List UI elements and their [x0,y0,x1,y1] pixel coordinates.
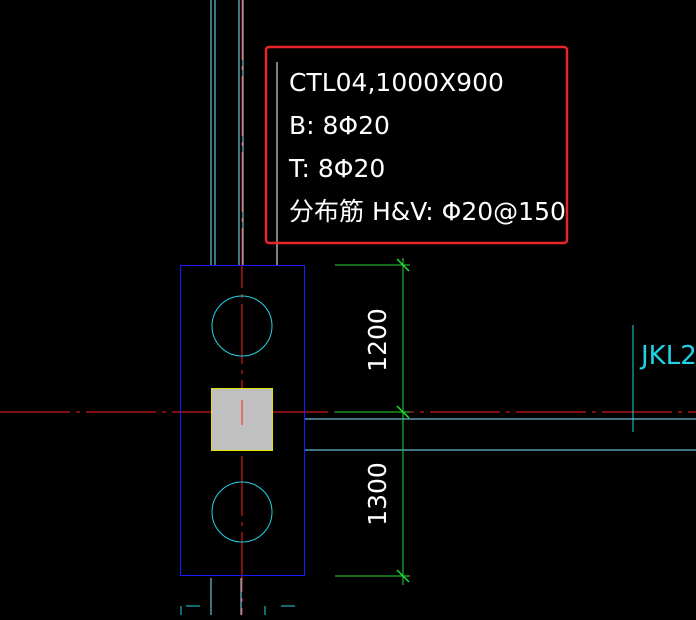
annotation-block[interactable]: CTL04,1000X900 B: 8Φ20 T: 8Φ20 分布筋 H&V: … [288,68,566,226]
highlight-box [264,45,569,245]
pile-cap-outline[interactable] [180,265,305,576]
vertical-beam [210,0,244,615]
dimension-upper-text: 1200 [363,308,392,372]
annotation-line-2: B: 8Φ20 [289,111,390,140]
bottom-fragments [180,605,295,615]
annotation-line-4: 分布筋 H&V: Φ20@150 [289,197,566,226]
horizontal-beam [305,418,696,451]
pile-upper[interactable] [211,295,273,357]
beam-label: JKL2 [639,341,696,371]
dimension-group [335,258,410,585]
pile-lower[interactable] [211,481,273,543]
annotation-line-1: CTL04,1000X900 [289,68,504,97]
dimension-lower-text: 1300 [363,462,392,526]
annotation-line-3: T: 8Φ20 [288,154,385,183]
